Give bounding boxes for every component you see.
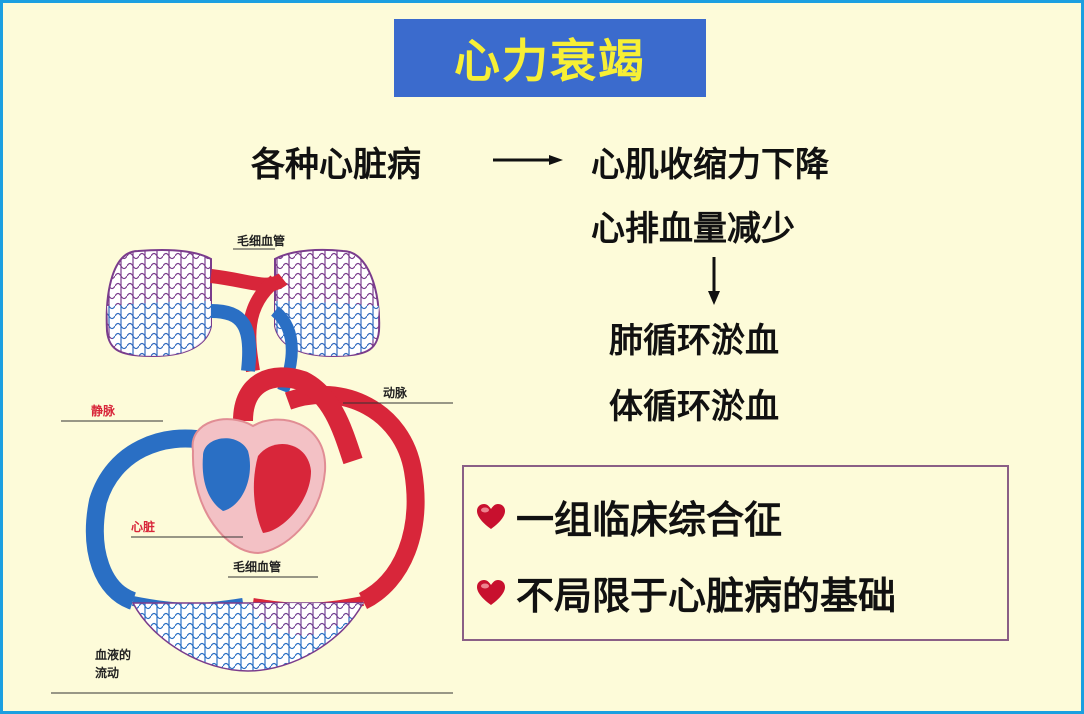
right-lung [274,248,381,358]
title-box: 心力衰竭 [394,19,706,97]
flow-effect-1: 心肌收缩力下降 [591,145,829,185]
lower-capillary-bed [131,602,365,672]
slide-title: 心力衰竭 [454,34,646,88]
flow-result-1: 肺循环淤血 [609,321,779,361]
arrow-right-icon [493,155,563,165]
label-flow-2: 流动 [95,665,119,680]
heart-icon [477,579,505,605]
flow-result-2: 体循环淤血 [609,387,779,427]
heart-icon [477,503,505,529]
feature-text: 一组临床综合征 [516,498,783,542]
arrow-down-icon [708,257,720,305]
feature-item: 一组临床综合征 [476,489,782,544]
features-box: 一组临床综合征 不局限于心脏病的基础 [462,465,1009,641]
feature-item: 不局限于心脏病的基础 [476,565,896,620]
heart [191,418,327,555]
left-lung [105,248,212,358]
feature-text: 不局限于心脏病的基础 [516,574,897,618]
flow-effect-2: 心排血量减少 [591,209,795,249]
flow-cause: 各种心脏病 [251,145,421,185]
label-heart: 心脏 [131,519,155,534]
label-capillary-top: 毛细血管 [237,233,285,248]
circulation-diagram: 毛细血管 动脉 静脉 心脏 毛细血管 血液的 流动 [51,233,453,694]
label-flow-1: 血液的 [95,647,131,662]
label-capillary-bottom: 毛细血管 [233,559,281,574]
label-artery: 动脉 [383,385,408,400]
label-vein: 静脉 [91,403,116,418]
